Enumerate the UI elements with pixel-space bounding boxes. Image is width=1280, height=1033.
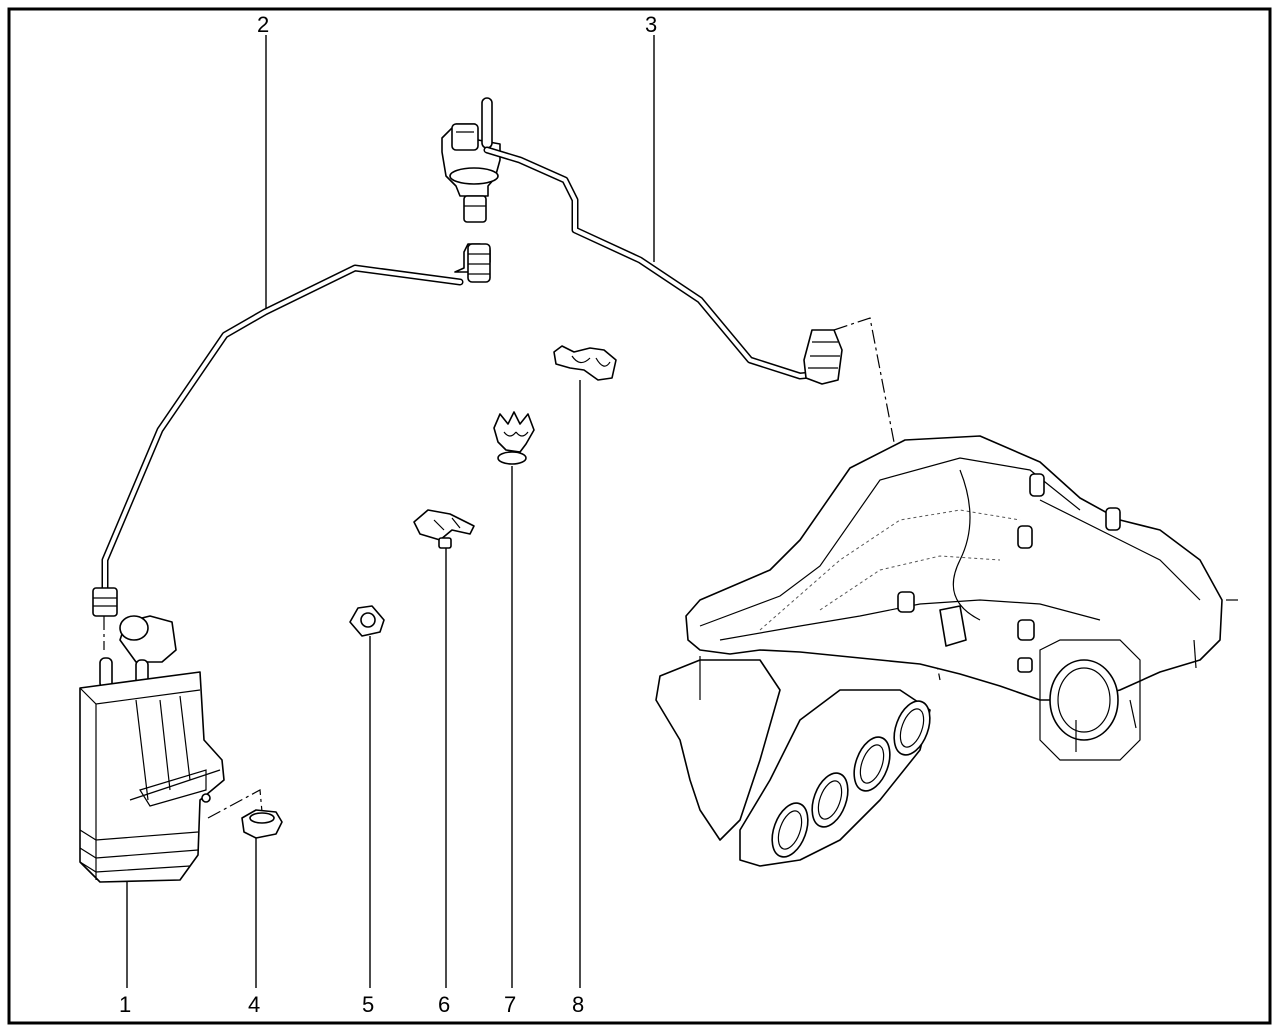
- evap-canister-1: [79, 615, 225, 883]
- manifold-bolts: [699, 599, 1238, 752]
- callout-3: 3: [645, 12, 657, 37]
- callout-2: 2: [257, 12, 269, 37]
- purge-valve: [441, 97, 501, 223]
- callout-1: 1: [119, 992, 131, 1017]
- clip-8: [553, 345, 617, 381]
- callout-6: 6: [438, 992, 450, 1017]
- grommet-4: [241, 809, 283, 839]
- purge-hose-3: [483, 146, 843, 385]
- callout-8: 8: [572, 992, 584, 1017]
- callout-7: 7: [504, 992, 516, 1017]
- clip-6: [413, 509, 475, 549]
- diagram-border: [7, 7, 1272, 1025]
- evap-hose-2: [92, 243, 491, 617]
- callout-4: 4: [248, 992, 260, 1017]
- leader-lines: [126, 35, 655, 988]
- callout-5: 5: [362, 992, 374, 1017]
- manifold-fittings: [897, 473, 1121, 673]
- clip-7: [493, 411, 535, 465]
- intake-manifold: [655, 435, 1238, 867]
- clip-5: [349, 605, 385, 637]
